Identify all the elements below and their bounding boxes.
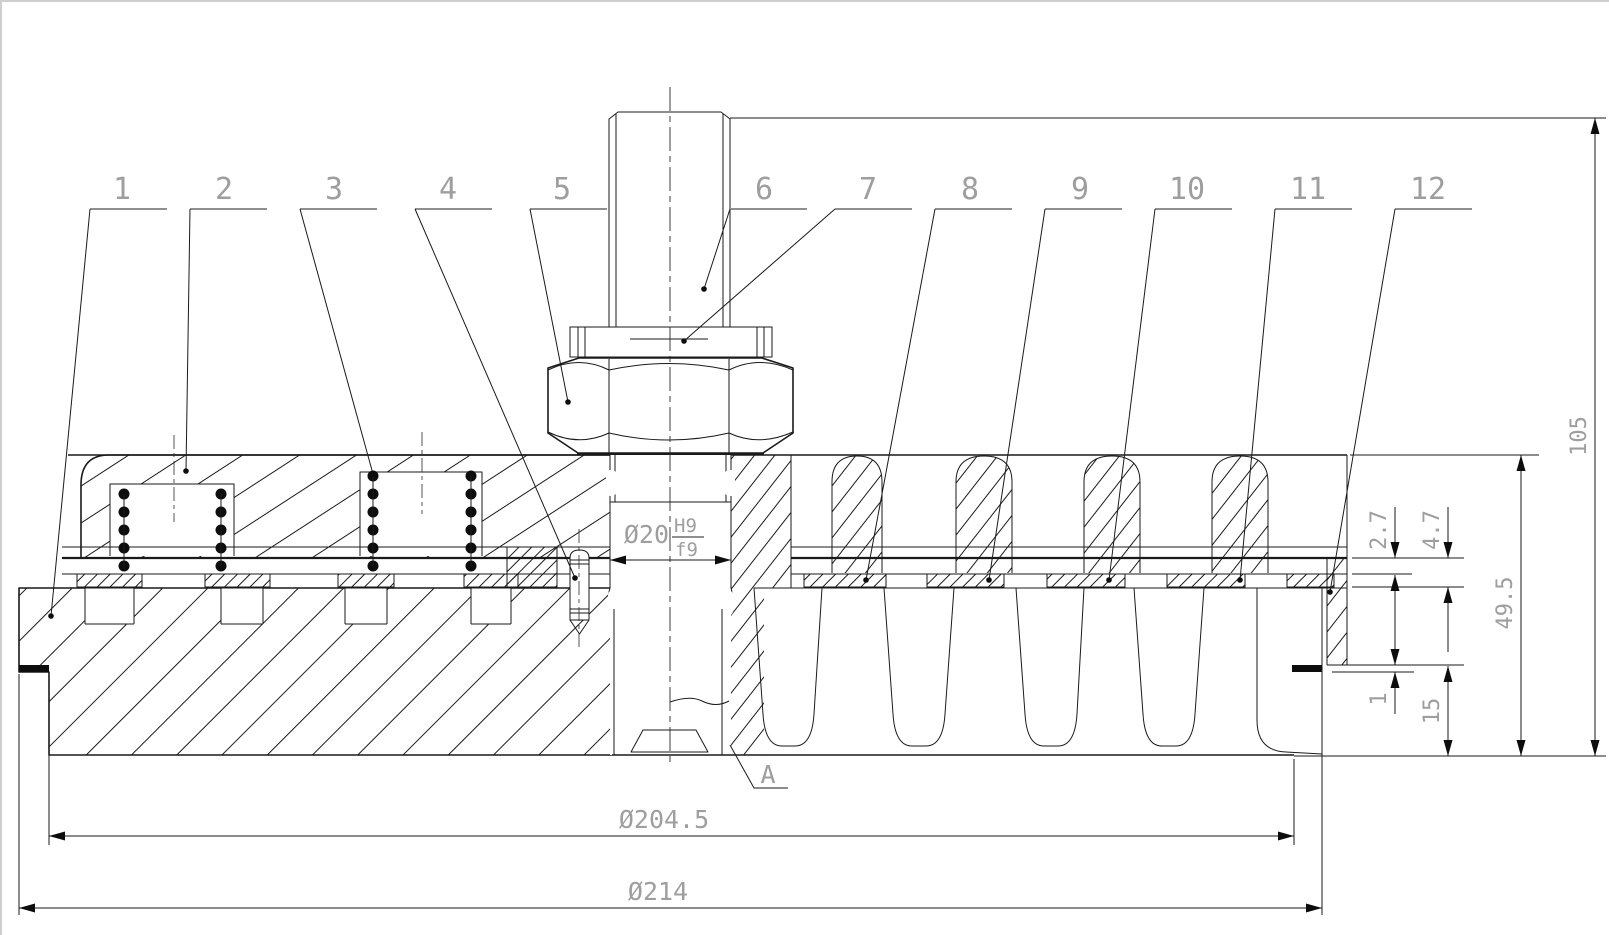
dimensions: Ø20 H9 f9 2.7 4.7 1 (19, 118, 1600, 913)
callout-7-number: 7 (859, 172, 877, 207)
callout-11: 11 (1237, 172, 1352, 583)
spring-right (367, 470, 477, 572)
callout-1-number: 1 (113, 172, 131, 207)
dim-ring-height: 49.5 (1493, 455, 1526, 756)
callout-4-number: 4 (439, 172, 457, 207)
dim-bore: Ø20 H9 f9 (610, 515, 731, 565)
callout-3-number: 3 (325, 172, 343, 207)
dim-seal-thickness-value: 1 (1367, 692, 1392, 705)
dim-disc-with-lining: 4.7 (1420, 507, 1453, 652)
dim-overall-height: 105 (1567, 118, 1600, 756)
flywheel-body-section (18, 587, 613, 756)
dim-disc-thickness: 2.7 (1367, 507, 1400, 665)
callout-9-number: 9 (1071, 172, 1089, 207)
callout-2: 2 (183, 172, 267, 474)
dim-inner-diameter-value: Ø204.5 (619, 805, 709, 834)
spring-left (118, 488, 227, 572)
right-seal (1292, 665, 1322, 672)
callout-6-number: 6 (755, 172, 773, 207)
coil-springs (118, 470, 477, 572)
callout-7: 7 (681, 172, 912, 344)
dim-seal-height: 15 (1420, 666, 1453, 756)
callout-2-number: 2 (215, 172, 233, 207)
callout-8: 8 (863, 172, 1012, 583)
dim-inner-diameter: Ø204.5 (49, 805, 1294, 841)
dim-seal-height-value: 15 (1420, 698, 1445, 725)
detail-a-label: A (729, 744, 788, 789)
disc-teeth (84, 587, 512, 625)
callout-6: 6 (701, 172, 807, 292)
dim-seal-thickness: 1 (1367, 649, 1400, 714)
dim-overall-height-value: 105 (1567, 416, 1592, 456)
callout-10: 10 (1106, 172, 1232, 583)
fan-ring-section (722, 455, 1348, 755)
rivet (569, 529, 590, 650)
detail-a-letter: A (760, 760, 775, 789)
dim-outer-diameter: Ø214 (19, 877, 1322, 913)
callout-4: 4 (414, 172, 578, 581)
callout-12-number: 12 (1410, 172, 1446, 207)
part-callouts: 1 2 3 4 5 6 7 (48, 172, 1472, 619)
callout-10-number: 10 (1169, 172, 1205, 207)
callout-5-number: 5 (553, 172, 571, 207)
callout-5: 5 (529, 172, 607, 405)
callout-8-number: 8 (961, 172, 979, 207)
stud-and-nut (547, 111, 794, 455)
dim-bore-value: Ø20 (624, 520, 669, 549)
left-seal (19, 665, 49, 672)
dim-disc-thickness-value: 2.7 (1367, 510, 1392, 550)
central-shaft-section (606, 455, 735, 755)
dim-outer-diameter-value: Ø214 (628, 877, 688, 906)
callout-3: 3 (299, 172, 377, 477)
dim-disc-with-lining-value: 4.7 (1420, 510, 1445, 550)
callout-12: 12 (1327, 172, 1472, 595)
spring-pockets (109, 471, 483, 556)
dim-bore-fit-lower: f9 (675, 539, 698, 561)
callout-1: 1 (48, 172, 167, 619)
center-lines (173, 87, 671, 766)
callout-9: 9 (986, 172, 1122, 583)
callout-11-number: 11 (1290, 172, 1326, 207)
dim-ring-height-value: 49.5 (1493, 577, 1518, 630)
dim-bore-fit-upper: H9 (674, 515, 697, 537)
